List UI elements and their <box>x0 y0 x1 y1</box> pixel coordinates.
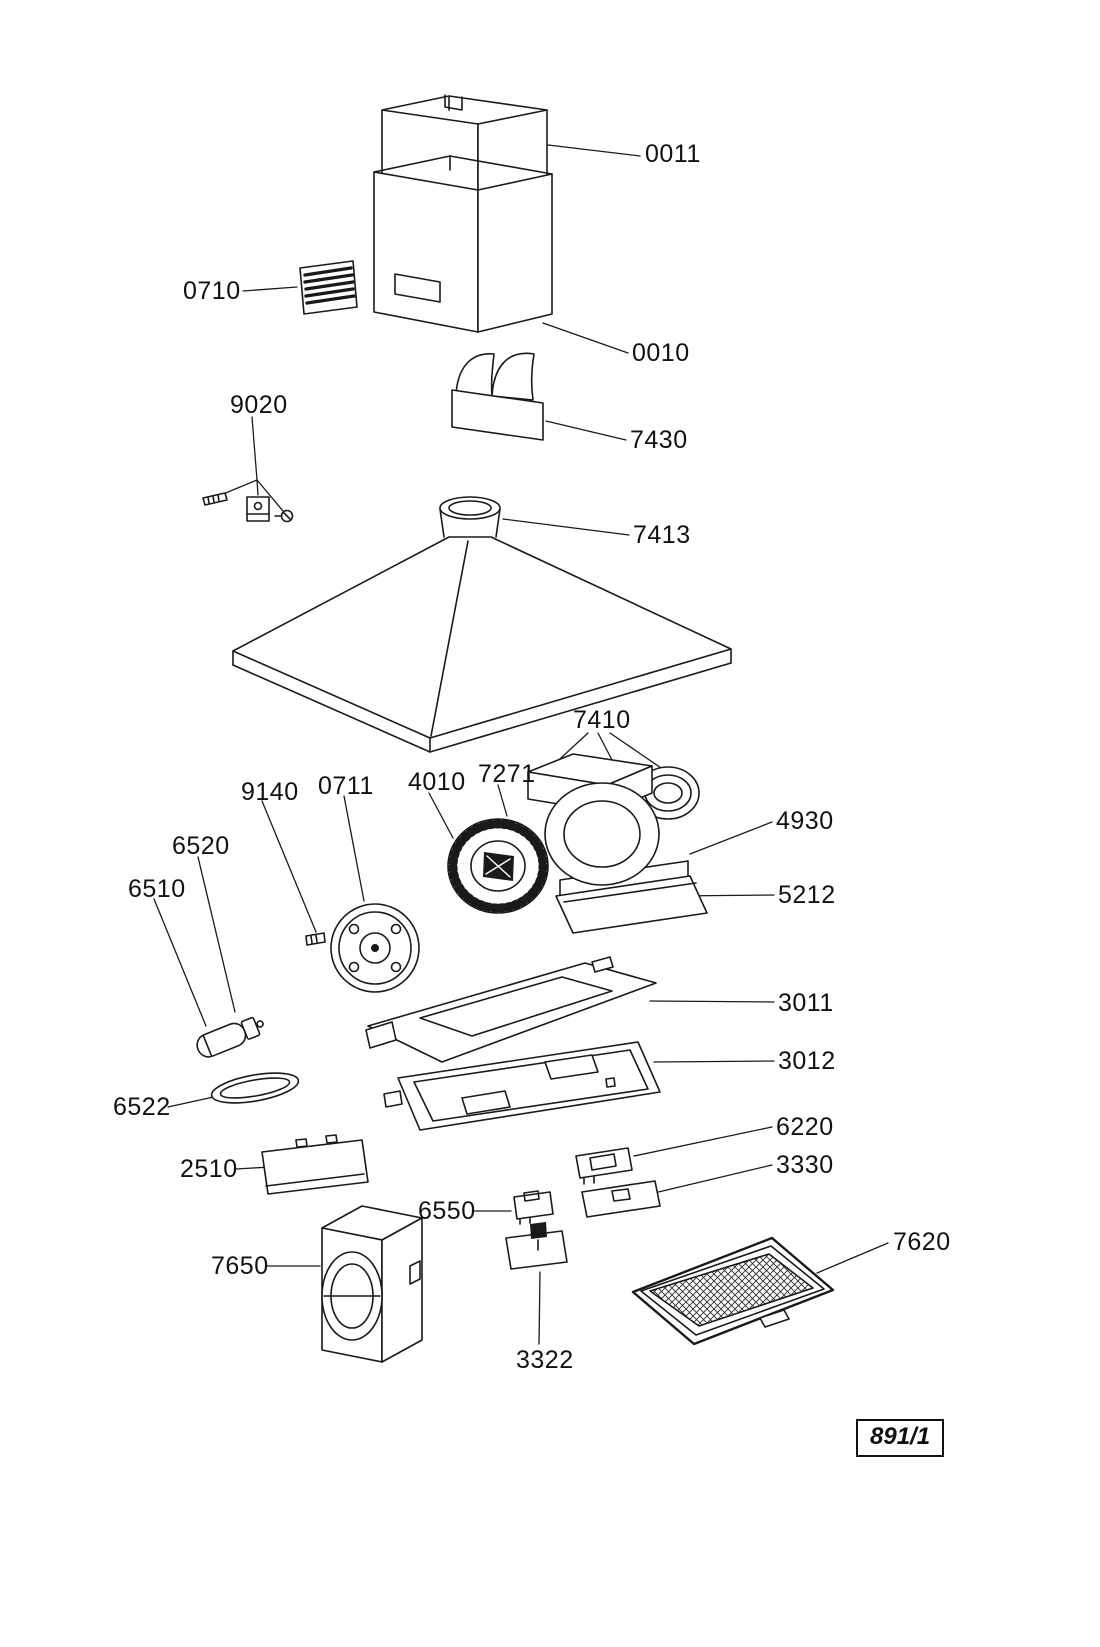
part-label-5212: 5212 <box>778 881 836 909</box>
chimney-duct-lower <box>373 155 553 333</box>
slider-switch-3322 <box>505 1222 568 1270</box>
blower-base-plate <box>555 875 708 934</box>
side-duct-housing <box>321 1205 423 1363</box>
part-label-0011: 0011 <box>645 140 701 168</box>
hood-canopy <box>232 496 732 753</box>
grease-filter-mesh <box>649 1253 814 1327</box>
part-label-9140: 9140 <box>241 778 299 806</box>
control-panel <box>261 1134 369 1195</box>
bottom-frame <box>383 1041 661 1131</box>
motor-screw <box>305 932 326 946</box>
part-label-6550: 6550 <box>418 1197 476 1225</box>
part-label-7413: 7413 <box>633 521 691 549</box>
part-label-3012: 3012 <box>778 1047 836 1075</box>
vent-grille <box>299 260 358 315</box>
part-label-9020: 9020 <box>230 391 288 419</box>
lamp-bulb <box>196 1016 264 1058</box>
mounting-hardware <box>202 492 294 523</box>
part-label-7620: 7620 <box>893 1228 951 1256</box>
part-label-6510: 6510 <box>128 875 186 903</box>
grease-filter <box>631 1236 835 1346</box>
part-label-7410: 7410 <box>573 706 631 734</box>
chassis-panel <box>365 956 657 1063</box>
switch-6220 <box>575 1147 633 1185</box>
part-label-0710: 0710 <box>183 277 241 305</box>
cover-plate-3330 <box>581 1180 661 1218</box>
switch-6550 <box>513 1190 554 1225</box>
damper-flap <box>451 352 544 441</box>
lamp-lens <box>210 1072 300 1104</box>
part-label-4930: 4930 <box>776 807 834 835</box>
blower-wheel <box>447 818 549 914</box>
part-label-6522: 6522 <box>113 1093 171 1121</box>
part-label-7650: 7650 <box>211 1252 269 1280</box>
part-label-7430: 7430 <box>630 426 688 454</box>
part-label-6220: 6220 <box>776 1113 834 1141</box>
part-label-0711: 0711 <box>318 772 374 800</box>
fan-motor <box>330 903 420 993</box>
part-label-3322: 3322 <box>516 1346 574 1374</box>
blower-housing <box>544 782 660 886</box>
part-label-6520: 6520 <box>172 832 230 860</box>
part-label-3011: 3011 <box>778 989 834 1017</box>
part-label-0010: 0010 <box>632 339 690 367</box>
part-label-3330: 3330 <box>776 1151 834 1179</box>
part-label-4010: 4010 <box>408 768 466 796</box>
part-label-2510: 2510 <box>180 1155 238 1183</box>
drawing-reference: 891/1 <box>856 1419 945 1457</box>
part-label-7271: 7271 <box>478 760 536 788</box>
